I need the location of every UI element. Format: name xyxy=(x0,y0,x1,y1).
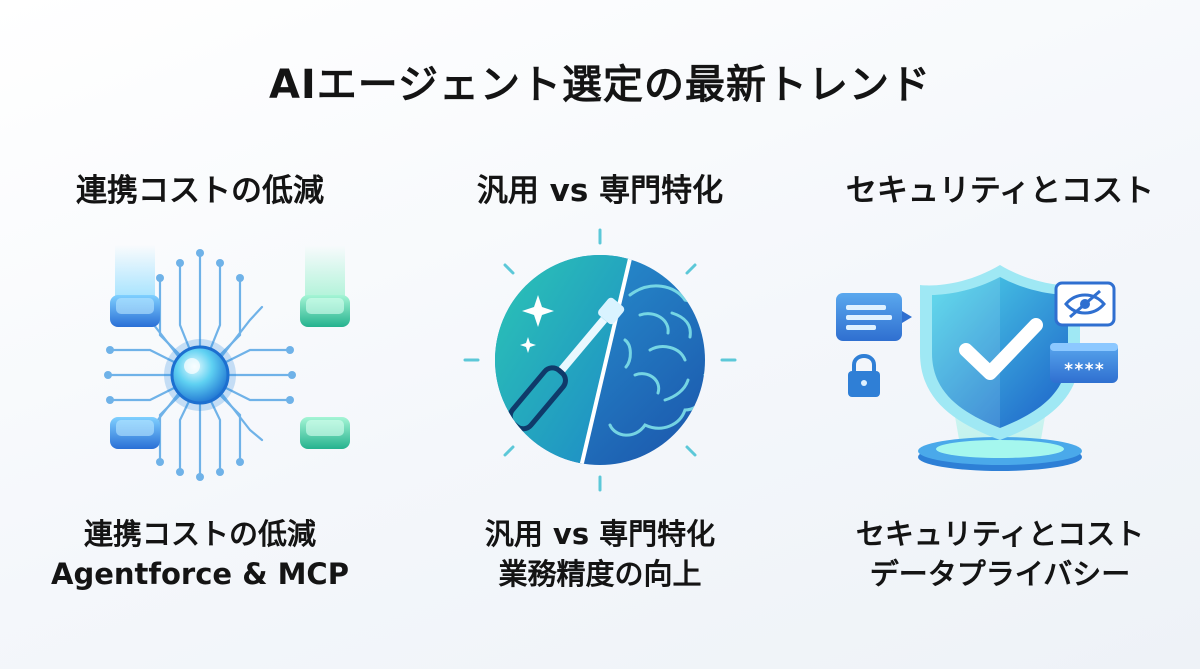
trend-card-security: セキュリティとコスト xyxy=(800,0,1200,669)
page-title: AIエージェント選定の最新トレンド xyxy=(268,62,932,108)
trend-card-integration: 連携コストの低減 xyxy=(0,0,400,669)
network-hub-icon xyxy=(0,225,400,495)
caption-line: セキュリティとコスト xyxy=(855,517,1145,551)
trend-caption: 連携コストの低減 Agentforce & MCP xyxy=(0,514,400,594)
caption-line: データプライバシー xyxy=(869,557,1131,591)
trend-card-specialization: 汎用 vs 専門特化 xyxy=(400,0,800,669)
trend-caption: 汎用 vs 専門特化 業務精度の向上 xyxy=(400,514,800,594)
hidden-eye-icon xyxy=(1054,281,1116,327)
trend-heading: 汎用 vs 専門特化 xyxy=(476,173,724,209)
caption-line: 業務精度の向上 xyxy=(498,557,702,591)
caption-line: 連携コストの低減 xyxy=(83,517,316,551)
password-field-icon: **** xyxy=(1050,343,1118,383)
trend-heading: セキュリティとコスト xyxy=(845,173,1155,209)
caption-line: Agentforce & MCP xyxy=(51,557,349,591)
security-shield-icon: **** xyxy=(800,225,1200,495)
password-mask: **** xyxy=(1064,360,1105,380)
trend-caption: セキュリティとコスト データプライバシー xyxy=(800,514,1200,594)
trend-heading: 連携コストの低減 xyxy=(76,173,324,209)
chat-message-icon xyxy=(836,293,912,341)
tool-vs-brain-icon xyxy=(400,225,800,495)
caption-line: 汎用 vs 専門特化 xyxy=(484,517,716,551)
padlock-icon xyxy=(848,354,880,397)
